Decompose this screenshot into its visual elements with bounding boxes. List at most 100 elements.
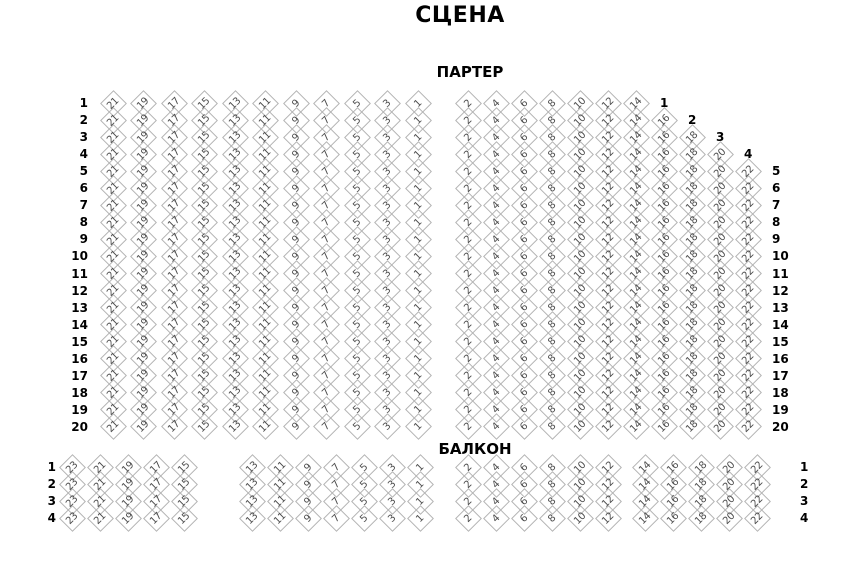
seat-balcony-row4-num9[interactable]: 9 xyxy=(294,504,322,532)
seat-parterre-row20-num4[interactable]: 4 xyxy=(482,413,510,441)
seat-parterre-row20-num17[interactable]: 17 xyxy=(160,413,188,441)
parterre-row-label-left: 15 xyxy=(71,334,88,349)
parterre-row-label-left: 3 xyxy=(79,130,88,145)
seat-balcony-row4-num18[interactable]: 18 xyxy=(687,504,715,532)
seat-parterre-row20-num8[interactable]: 8 xyxy=(538,413,566,441)
seat-balcony-row4-num1[interactable]: 1 xyxy=(406,504,434,532)
seat-number: 4 xyxy=(489,420,502,433)
parterre-row-label-left: 4 xyxy=(79,147,88,162)
seat-balcony-row4-num23[interactable]: 23 xyxy=(58,504,86,532)
seat-number: 9 xyxy=(301,511,314,524)
seat-parterre-row20-num19[interactable]: 19 xyxy=(130,413,157,441)
seat-balcony-row4-num11[interactable]: 11 xyxy=(266,504,294,532)
parterre-row-label-left: 18 xyxy=(71,385,88,400)
seat-parterre-row20-num7[interactable]: 7 xyxy=(313,413,340,441)
seat-number: 16 xyxy=(664,509,681,526)
parterre-row-label-left: 10 xyxy=(71,249,88,264)
seat-number: 1 xyxy=(411,420,424,433)
seat-balcony-row4-num12[interactable]: 12 xyxy=(594,504,622,532)
seat-balcony-row4-num19[interactable]: 19 xyxy=(114,504,142,532)
parterre-row-label-left: 12 xyxy=(71,283,88,298)
seat-parterre-row20-num1[interactable]: 1 xyxy=(404,413,432,441)
seat-number: 5 xyxy=(357,511,370,524)
parterre-row-label-right: 1 xyxy=(660,96,669,110)
seat-balcony-row4-num22[interactable]: 22 xyxy=(743,504,771,532)
seat-parterre-row20-num10[interactable]: 10 xyxy=(566,413,594,441)
seat-number: 16 xyxy=(655,418,672,435)
seat-parterre-row20-num20[interactable]: 20 xyxy=(706,413,734,441)
parterre-row-label-right: 4 xyxy=(744,147,753,162)
seat-balcony-row4-num10[interactable]: 10 xyxy=(566,504,594,532)
parterre-row-label-right: 3 xyxy=(716,130,725,145)
seat-balcony-row4-num16[interactable]: 16 xyxy=(659,504,687,532)
seat-number: 14 xyxy=(627,418,644,435)
seat-parterre-row20-num18[interactable]: 18 xyxy=(678,413,706,441)
seat-balcony-row4-num20[interactable]: 20 xyxy=(715,504,743,532)
seat-number: 9 xyxy=(289,420,302,433)
seat-balcony-row4-num21[interactable]: 21 xyxy=(86,504,114,532)
seat-number: 6 xyxy=(517,511,530,524)
seat-parterre-row20-num3[interactable]: 3 xyxy=(374,413,401,441)
seat-number: 11 xyxy=(271,509,288,526)
parterre-row-label-left: 8 xyxy=(79,215,88,230)
seat-balcony-row4-num7[interactable]: 7 xyxy=(322,504,350,532)
seat-balcony-row4-num3[interactable]: 3 xyxy=(378,504,406,532)
seat-number: 3 xyxy=(385,511,398,524)
seat-parterre-row20-num21[interactable]: 21 xyxy=(99,413,127,441)
seat-number: 2 xyxy=(461,511,474,524)
seat-number: 13 xyxy=(243,509,260,526)
seat-number: 11 xyxy=(257,418,274,435)
seat-number: 15 xyxy=(175,509,192,526)
seat-number: 21 xyxy=(91,509,108,526)
seat-balcony-row4-num17[interactable]: 17 xyxy=(142,504,170,532)
seat-number: 19 xyxy=(119,509,136,526)
seat-parterre-row20-num22[interactable]: 22 xyxy=(734,413,762,441)
seat-parterre-row20-num9[interactable]: 9 xyxy=(282,413,310,441)
seat-balcony-row4-num14[interactable]: 14 xyxy=(631,504,659,532)
balcony-row-label-left: 3 xyxy=(47,494,56,508)
parterre-row-label-left: 1 xyxy=(79,96,88,110)
seat-number: 20 xyxy=(720,509,737,526)
parterre-row-label-right: 7 xyxy=(772,198,781,213)
parterre-row-label-right: 16 xyxy=(772,351,789,366)
seat-parterre-row20-num11[interactable]: 11 xyxy=(252,413,279,441)
seat-parterre-row20-num14[interactable]: 14 xyxy=(622,413,650,441)
seat-parterre-row20-num13[interactable]: 13 xyxy=(221,413,249,441)
seat-number: 12 xyxy=(599,509,616,526)
seat-parterre-row20-num5[interactable]: 5 xyxy=(343,413,371,441)
balcony-row-label-left: 1 xyxy=(47,460,56,474)
seat-number: 13 xyxy=(226,418,243,435)
seat-number: 18 xyxy=(683,418,700,435)
seat-balcony-row4-num4[interactable]: 4 xyxy=(482,504,510,532)
parterre-row-label-right: 9 xyxy=(772,232,781,247)
seat-parterre-row20-num16[interactable]: 16 xyxy=(650,413,678,441)
parterre-row-label-right: 14 xyxy=(772,317,789,332)
seat-balcony-row4-num8[interactable]: 8 xyxy=(538,504,566,532)
seat-balcony-row4-num2[interactable]: 2 xyxy=(454,504,482,532)
seat-number: 5 xyxy=(350,420,363,433)
seat-balcony-row4-num6[interactable]: 6 xyxy=(510,504,538,532)
parterre-row-label-left: 5 xyxy=(79,164,88,179)
seat-balcony-row4-num5[interactable]: 5 xyxy=(350,504,378,532)
parterre-row-label-right: 6 xyxy=(772,181,781,196)
parterre-row-label-left: 19 xyxy=(71,402,88,417)
parterre-row-label-left: 2 xyxy=(79,113,88,128)
seat-parterre-row20-num2[interactable]: 2 xyxy=(454,413,482,441)
parterre-row-label-right: 15 xyxy=(772,334,789,349)
seat-number: 10 xyxy=(571,509,588,526)
seat-number: 2 xyxy=(461,420,474,433)
parterre-row-label-right: 17 xyxy=(772,368,789,383)
seat-parterre-row20-num12[interactable]: 12 xyxy=(594,413,622,441)
seat-number: 7 xyxy=(329,511,342,524)
seat-balcony-row4-num13[interactable]: 13 xyxy=(238,504,266,532)
seat-number: 1 xyxy=(413,511,426,524)
seat-number: 22 xyxy=(748,509,765,526)
seat-balcony-row4-num15[interactable]: 15 xyxy=(170,504,198,532)
balcony-row-label-right: 3 xyxy=(800,494,809,508)
parterre-row-label-right: 10 xyxy=(772,249,789,264)
seat-number: 22 xyxy=(739,418,756,435)
parterre-row-label-right: 20 xyxy=(772,419,789,434)
seat-parterre-row20-num6[interactable]: 6 xyxy=(510,413,538,441)
seat-parterre-row20-num15[interactable]: 15 xyxy=(191,413,218,441)
